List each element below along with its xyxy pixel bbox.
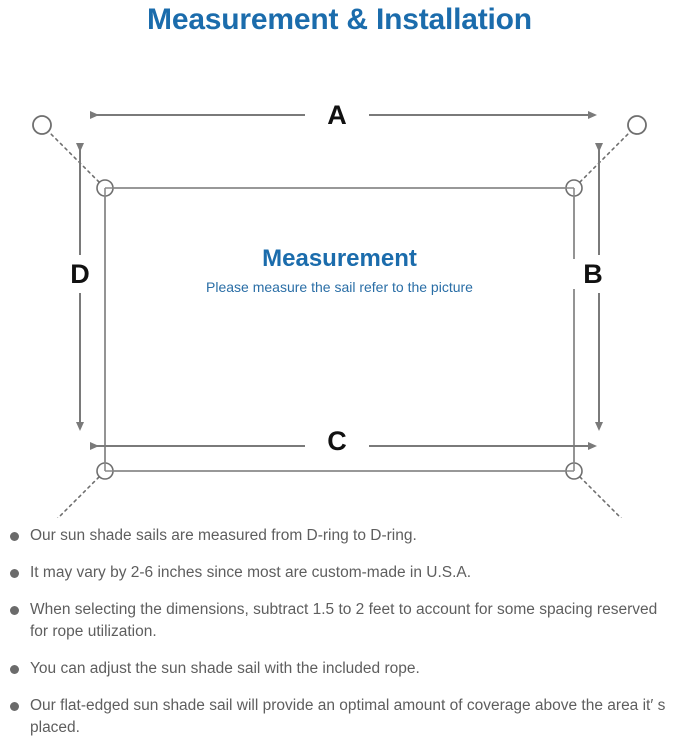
- rope-bottom-right: [579, 476, 623, 518]
- bullet-icon: [10, 532, 19, 541]
- measurement-diagram: A B C D Measurement Please measure the s…: [0, 48, 679, 518]
- list-item: Our flat-edged sun shade sail will provi…: [0, 695, 679, 739]
- dimension-label-c: C: [310, 426, 364, 456]
- dimension-label-b: B: [570, 259, 616, 289]
- note-text: Our sun shade sails are measured from D-…: [30, 527, 417, 544]
- anchor-point-top-right: [627, 115, 647, 135]
- measurement-diagram-svg: [32, 111, 647, 518]
- note-text: It may vary by 2-6 inches since most are…: [30, 564, 472, 581]
- dimension-label-d: D: [57, 259, 103, 289]
- bullet-icon: [10, 665, 19, 674]
- note-text: Our flat-edged sun shade sail will provi…: [30, 697, 666, 736]
- sail-center-title: Measurement: [262, 245, 417, 272]
- note-text: You can adjust the sun shade sail with t…: [30, 660, 420, 677]
- list-item: You can adjust the sun shade sail with t…: [0, 658, 679, 680]
- list-item: When selecting the dimensions, subtract …: [0, 599, 679, 643]
- rope-top-left: [46, 129, 100, 183]
- rope-top-right: [579, 129, 633, 183]
- notes-list: Our sun shade sails are measured from D-…: [0, 525, 679, 754]
- list-item: It may vary by 2-6 inches since most are…: [0, 562, 679, 584]
- bullet-icon: [10, 569, 19, 578]
- anchor-point-top-left: [32, 115, 52, 135]
- page-title: Measurement & Installation: [147, 3, 532, 36]
- note-text: When selecting the dimensions, subtract …: [30, 601, 658, 640]
- bullet-icon: [10, 702, 19, 711]
- bullet-icon: [10, 606, 19, 615]
- rope-bottom-left: [56, 476, 100, 518]
- sail-center-subtitle: Please measure the sail refer to the pic…: [206, 279, 473, 295]
- list-item: Our sun shade sails are measured from D-…: [0, 525, 679, 547]
- dimension-label-a: A: [310, 100, 364, 130]
